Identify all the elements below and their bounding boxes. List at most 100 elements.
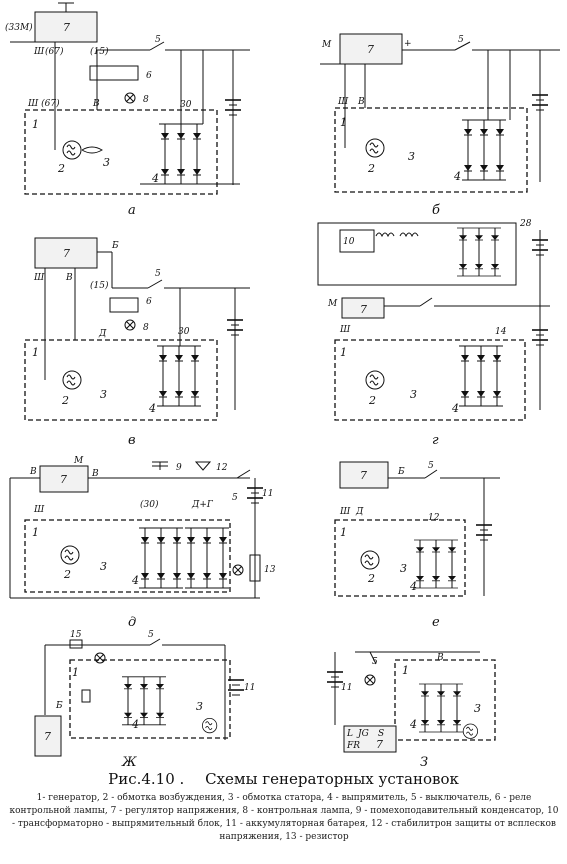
caption-a: а — [128, 203, 136, 218]
svg-text:М: М — [327, 299, 338, 309]
svg-text:FR: FR — [346, 741, 360, 751]
svg-text:13: 13 — [264, 565, 276, 575]
svg-text:1: 1 — [72, 666, 79, 679]
svg-text:Ш: Ш — [337, 97, 349, 107]
svg-text:28: 28 — [519, 219, 532, 229]
svg-text:7: 7 — [376, 738, 383, 751]
svg-text:5: 5 — [428, 461, 434, 471]
svg-text:Д: Д — [98, 329, 107, 339]
caption-b: б — [432, 203, 440, 218]
svg-text:(33M): (33M) — [5, 22, 33, 33]
svg-text:3: 3 — [400, 562, 407, 575]
svg-text:9: 9 — [176, 463, 182, 473]
svg-text:12: 12 — [428, 513, 440, 523]
svg-text:(67): (67) — [45, 46, 64, 57]
generator-e — [334, 519, 466, 597]
relay-a — [89, 65, 139, 81]
caption-z: З — [420, 755, 428, 770]
reg-label-a: 7 — [63, 21, 70, 34]
svg-text:11: 11 — [262, 489, 273, 499]
svg-text:L: L — [346, 729, 353, 739]
svg-text:2: 2 — [57, 162, 65, 175]
svg-text:1: 1 — [32, 346, 39, 359]
svg-text:В: В — [357, 97, 365, 107]
svg-text:10: 10 — [343, 237, 355, 247]
regulator-g — [341, 297, 385, 319]
svg-text:Д+Г: Д+Г — [191, 500, 214, 510]
svg-text:1: 1 — [32, 526, 39, 539]
svg-text:2: 2 — [368, 394, 376, 407]
svg-text:(15): (15) — [90, 46, 109, 57]
regulator-v — [34, 237, 98, 269]
svg-text:4: 4 — [409, 718, 417, 731]
panel-e: 7 Б 5 Ш Д 1 12 2 3 4 е — [334, 461, 500, 630]
lamp-icon — [364, 674, 376, 686]
svg-text:2: 2 — [63, 568, 71, 581]
svg-text:7: 7 — [367, 43, 374, 56]
svg-text:6: 6 — [146, 71, 152, 81]
svg-text:4: 4 — [131, 574, 139, 587]
svg-text:Ш: Ш — [33, 273, 45, 283]
svg-text:1: 1 — [340, 116, 347, 129]
generator-a — [24, 109, 218, 195]
figure-caption: Рис.4.10 . Схемы генераторных установок — [0, 770, 567, 788]
svg-text:М: М — [73, 456, 84, 466]
regulator-zh — [34, 715, 62, 757]
svg-text:Ш: Ш — [339, 325, 351, 335]
svg-text:B: B — [436, 653, 444, 663]
caption-v: в — [128, 433, 136, 448]
svg-text:11: 11 — [244, 683, 255, 693]
figure-number: Рис.4.10 . — [108, 770, 185, 788]
svg-text:5: 5 — [458, 35, 464, 45]
figure-title: Схемы генераторных установок — [205, 770, 459, 788]
svg-text:3: 3 — [100, 560, 107, 573]
svg-text:3: 3 — [410, 388, 417, 401]
generator-d — [24, 519, 231, 593]
svg-text:4: 4 — [453, 170, 461, 183]
regulator-e — [339, 461, 389, 489]
generator-b — [334, 107, 528, 193]
svg-text:1: 1 — [32, 118, 39, 131]
svg-text:4: 4 — [409, 580, 417, 593]
panel-d: 7 М В В 9 12 Ш (30) Д+Г 1 2 3 4 5 11 13 … — [9, 456, 276, 630]
svg-text:4: 4 — [148, 402, 156, 415]
svg-text:Б: Б — [397, 467, 405, 477]
svg-text:М: М — [321, 40, 332, 50]
svg-text:7: 7 — [44, 730, 51, 743]
svg-text:Ш (67): Ш (67) — [27, 98, 60, 109]
svg-text:Д: Д — [355, 507, 364, 517]
svg-text:8: 8 — [143, 323, 149, 333]
svg-text:7: 7 — [360, 303, 367, 316]
panel-zh: 15 5 1 Б 4 3 7 11 Ж — [34, 630, 255, 770]
svg-text:(30): (30) — [140, 499, 159, 510]
svg-text:+: + — [404, 39, 412, 49]
generator-zh — [69, 659, 231, 739]
generator-g — [334, 339, 526, 421]
relay-v — [109, 297, 139, 313]
svg-text:3: 3 — [100, 388, 107, 401]
lamp-icon — [124, 92, 136, 104]
svg-text:11: 11 — [341, 683, 352, 693]
svg-text:1: 1 — [340, 346, 347, 359]
regulator-z — [343, 725, 397, 753]
regulator-b — [339, 33, 403, 65]
svg-text:JG: JG — [356, 729, 369, 739]
generator-v — [24, 339, 218, 421]
caption-d: д — [128, 615, 136, 630]
svg-text:В: В — [91, 469, 99, 479]
svg-text:Б: Б — [55, 701, 63, 711]
svg-text:2: 2 — [61, 394, 69, 407]
svg-text:2: 2 — [367, 572, 375, 585]
svg-text:7: 7 — [60, 473, 67, 486]
lamp-icon — [124, 319, 136, 331]
svg-text:3: 3 — [196, 700, 203, 713]
svg-text:5: 5 — [155, 35, 161, 45]
svg-text:В: В — [29, 467, 37, 477]
lamp-icon — [232, 564, 244, 576]
svg-text:30: 30 — [178, 327, 190, 337]
lamp-icon — [94, 652, 106, 664]
regulator-a — [34, 11, 98, 43]
svg-text:3: 3 — [474, 702, 481, 715]
svg-text:4: 4 — [451, 402, 459, 415]
